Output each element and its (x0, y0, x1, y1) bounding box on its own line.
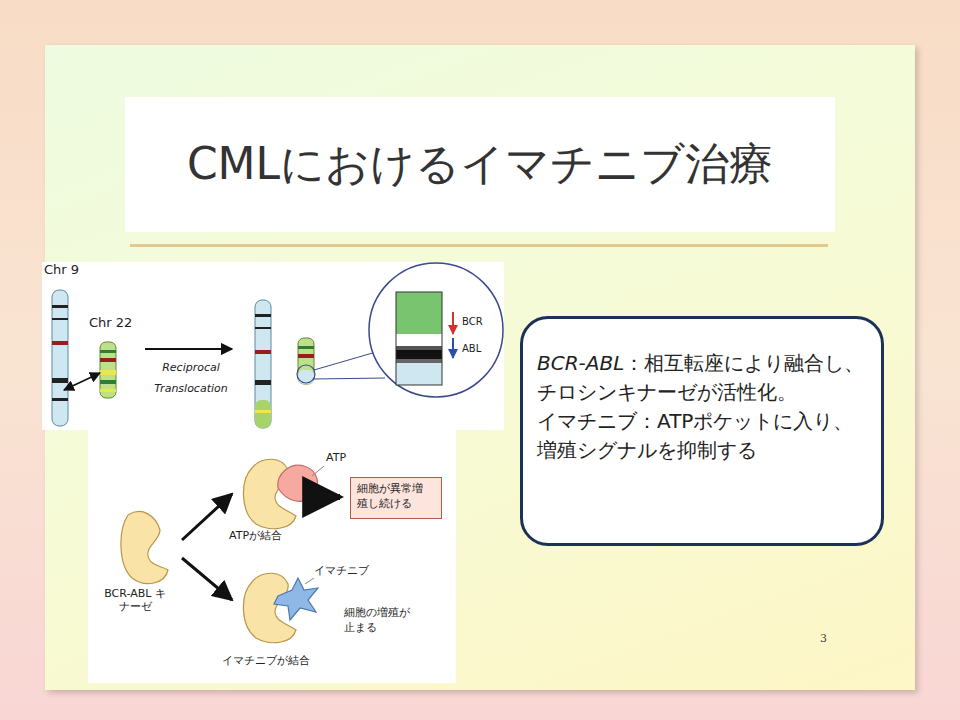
node-text: イマチニブ：ATPポケットに入り、増殖シグナルを抑制する (537, 407, 867, 465)
chromosome-label: Chr 9 (44, 263, 79, 278)
process-label: Reciprocal Translocation (146, 358, 236, 400)
page-number: 3 (820, 633, 827, 646)
gene-label: BCR (462, 316, 483, 328)
state-label: イマチニブが結合 (222, 655, 310, 668)
gene-name: BCR-ABL (537, 351, 624, 375)
molecule-label: ATP (326, 452, 346, 465)
kinase-label: BCR-ABL キナーゼ (102, 588, 168, 613)
result-label: 細胞の増殖が 止まる (344, 605, 424, 636)
state-label: ATPが結合 (229, 530, 282, 543)
drug-label: イマチニブ (314, 565, 369, 578)
callout-box: BCR-ABL：相互転座により融合し、チロシンキナーゼが活性化。イマチニブ：AT… (520, 316, 884, 546)
title-rule (130, 244, 828, 247)
chromosome-label: Chr 22 (89, 316, 132, 331)
node-text: 細胞が異常増 殖し続ける (357, 482, 423, 510)
title-box: CMLにおけるイマチニブ治療 (125, 97, 835, 232)
result-box: 細胞が異常増 殖し続ける (350, 477, 442, 519)
gene-label: ABL (462, 343, 481, 355)
slide-title: CMLにおけるイマチニブ治療 (187, 135, 773, 194)
